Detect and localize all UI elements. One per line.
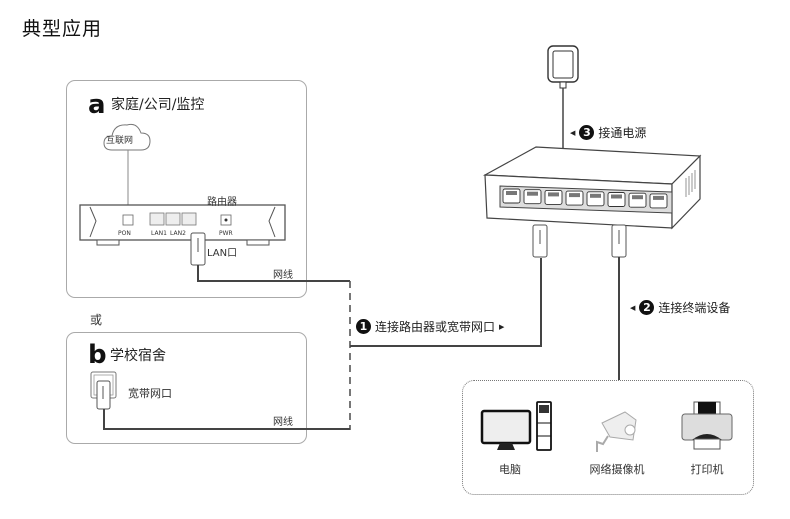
device-label-computer: 电脑 — [499, 463, 521, 476]
arrow-left-icon: ◀ — [570, 128, 576, 137]
wall-port-icon — [90, 371, 117, 410]
wall-port-label: 宽带网口 — [128, 387, 172, 400]
device-label-printer: 打印机 — [690, 463, 724, 476]
lan1-port — [149, 212, 165, 226]
lan2-port-label: LAN2 — [170, 230, 186, 237]
cable-a — [197, 265, 350, 282]
arrow-right-icon: ▶ — [499, 322, 505, 331]
internet-cloud-icon — [103, 123, 151, 213]
panel-home-office — [66, 80, 307, 298]
computer-icon — [480, 401, 552, 451]
cable-to-switch — [350, 258, 542, 347]
panel-b-letter: b — [88, 340, 107, 370]
cable-a-label: 网线 — [273, 270, 293, 281]
network-switch-icon — [482, 146, 702, 230]
panel-b-label: 学校宿舍 — [110, 348, 166, 364]
router-icon — [79, 204, 286, 246]
pwr-port-label: PWR — [219, 230, 233, 237]
pon-port-label: PON — [118, 230, 131, 237]
cable-b — [103, 409, 350, 430]
lan2-port — [165, 212, 181, 226]
switch-plug-1 — [532, 224, 548, 258]
step-1: 1 连接路由器或宽带网口 ▶ — [356, 318, 504, 335]
lan-port-label: LAN口 — [207, 248, 238, 259]
arrow-left-icon: ◀ — [630, 303, 636, 312]
cable-b-label: 网线 — [273, 417, 293, 428]
end-devices-group — [462, 380, 754, 495]
router-label: 路由器 — [207, 197, 237, 208]
step-2: ◀ 2 连接终端设备 — [630, 299, 730, 316]
lan1-port-label: LAN1 — [151, 230, 167, 237]
step-2-text: 连接终端设备 — [658, 301, 731, 315]
rj45-plug-icon — [190, 232, 206, 266]
panel-a-letter: a — [88, 90, 106, 120]
step-3-text: 接通电源 — [598, 126, 647, 140]
step-1-text: 连接路由器或宽带网口 — [375, 320, 496, 334]
pon-port — [122, 214, 134, 226]
step-2-badge: 2 — [639, 300, 655, 315]
lan3-port — [181, 212, 197, 226]
page-title: 典型应用 — [22, 18, 103, 40]
ip-camera-icon — [596, 411, 637, 452]
panel-a-label: 家庭/公司/监控 — [111, 97, 205, 113]
step-3-badge: 3 — [579, 125, 595, 140]
device-label-camera: 网络摄像机 — [589, 463, 645, 476]
switch-plug-2 — [611, 224, 627, 258]
power-adapter-icon — [547, 45, 579, 150]
or-label: 或 — [90, 313, 103, 327]
step-1-badge: 1 — [356, 319, 371, 334]
cloud-label: 互联网 — [106, 136, 134, 146]
printer-icon — [681, 401, 733, 450]
step-3: ◀ 3 接通电源 — [570, 124, 646, 141]
